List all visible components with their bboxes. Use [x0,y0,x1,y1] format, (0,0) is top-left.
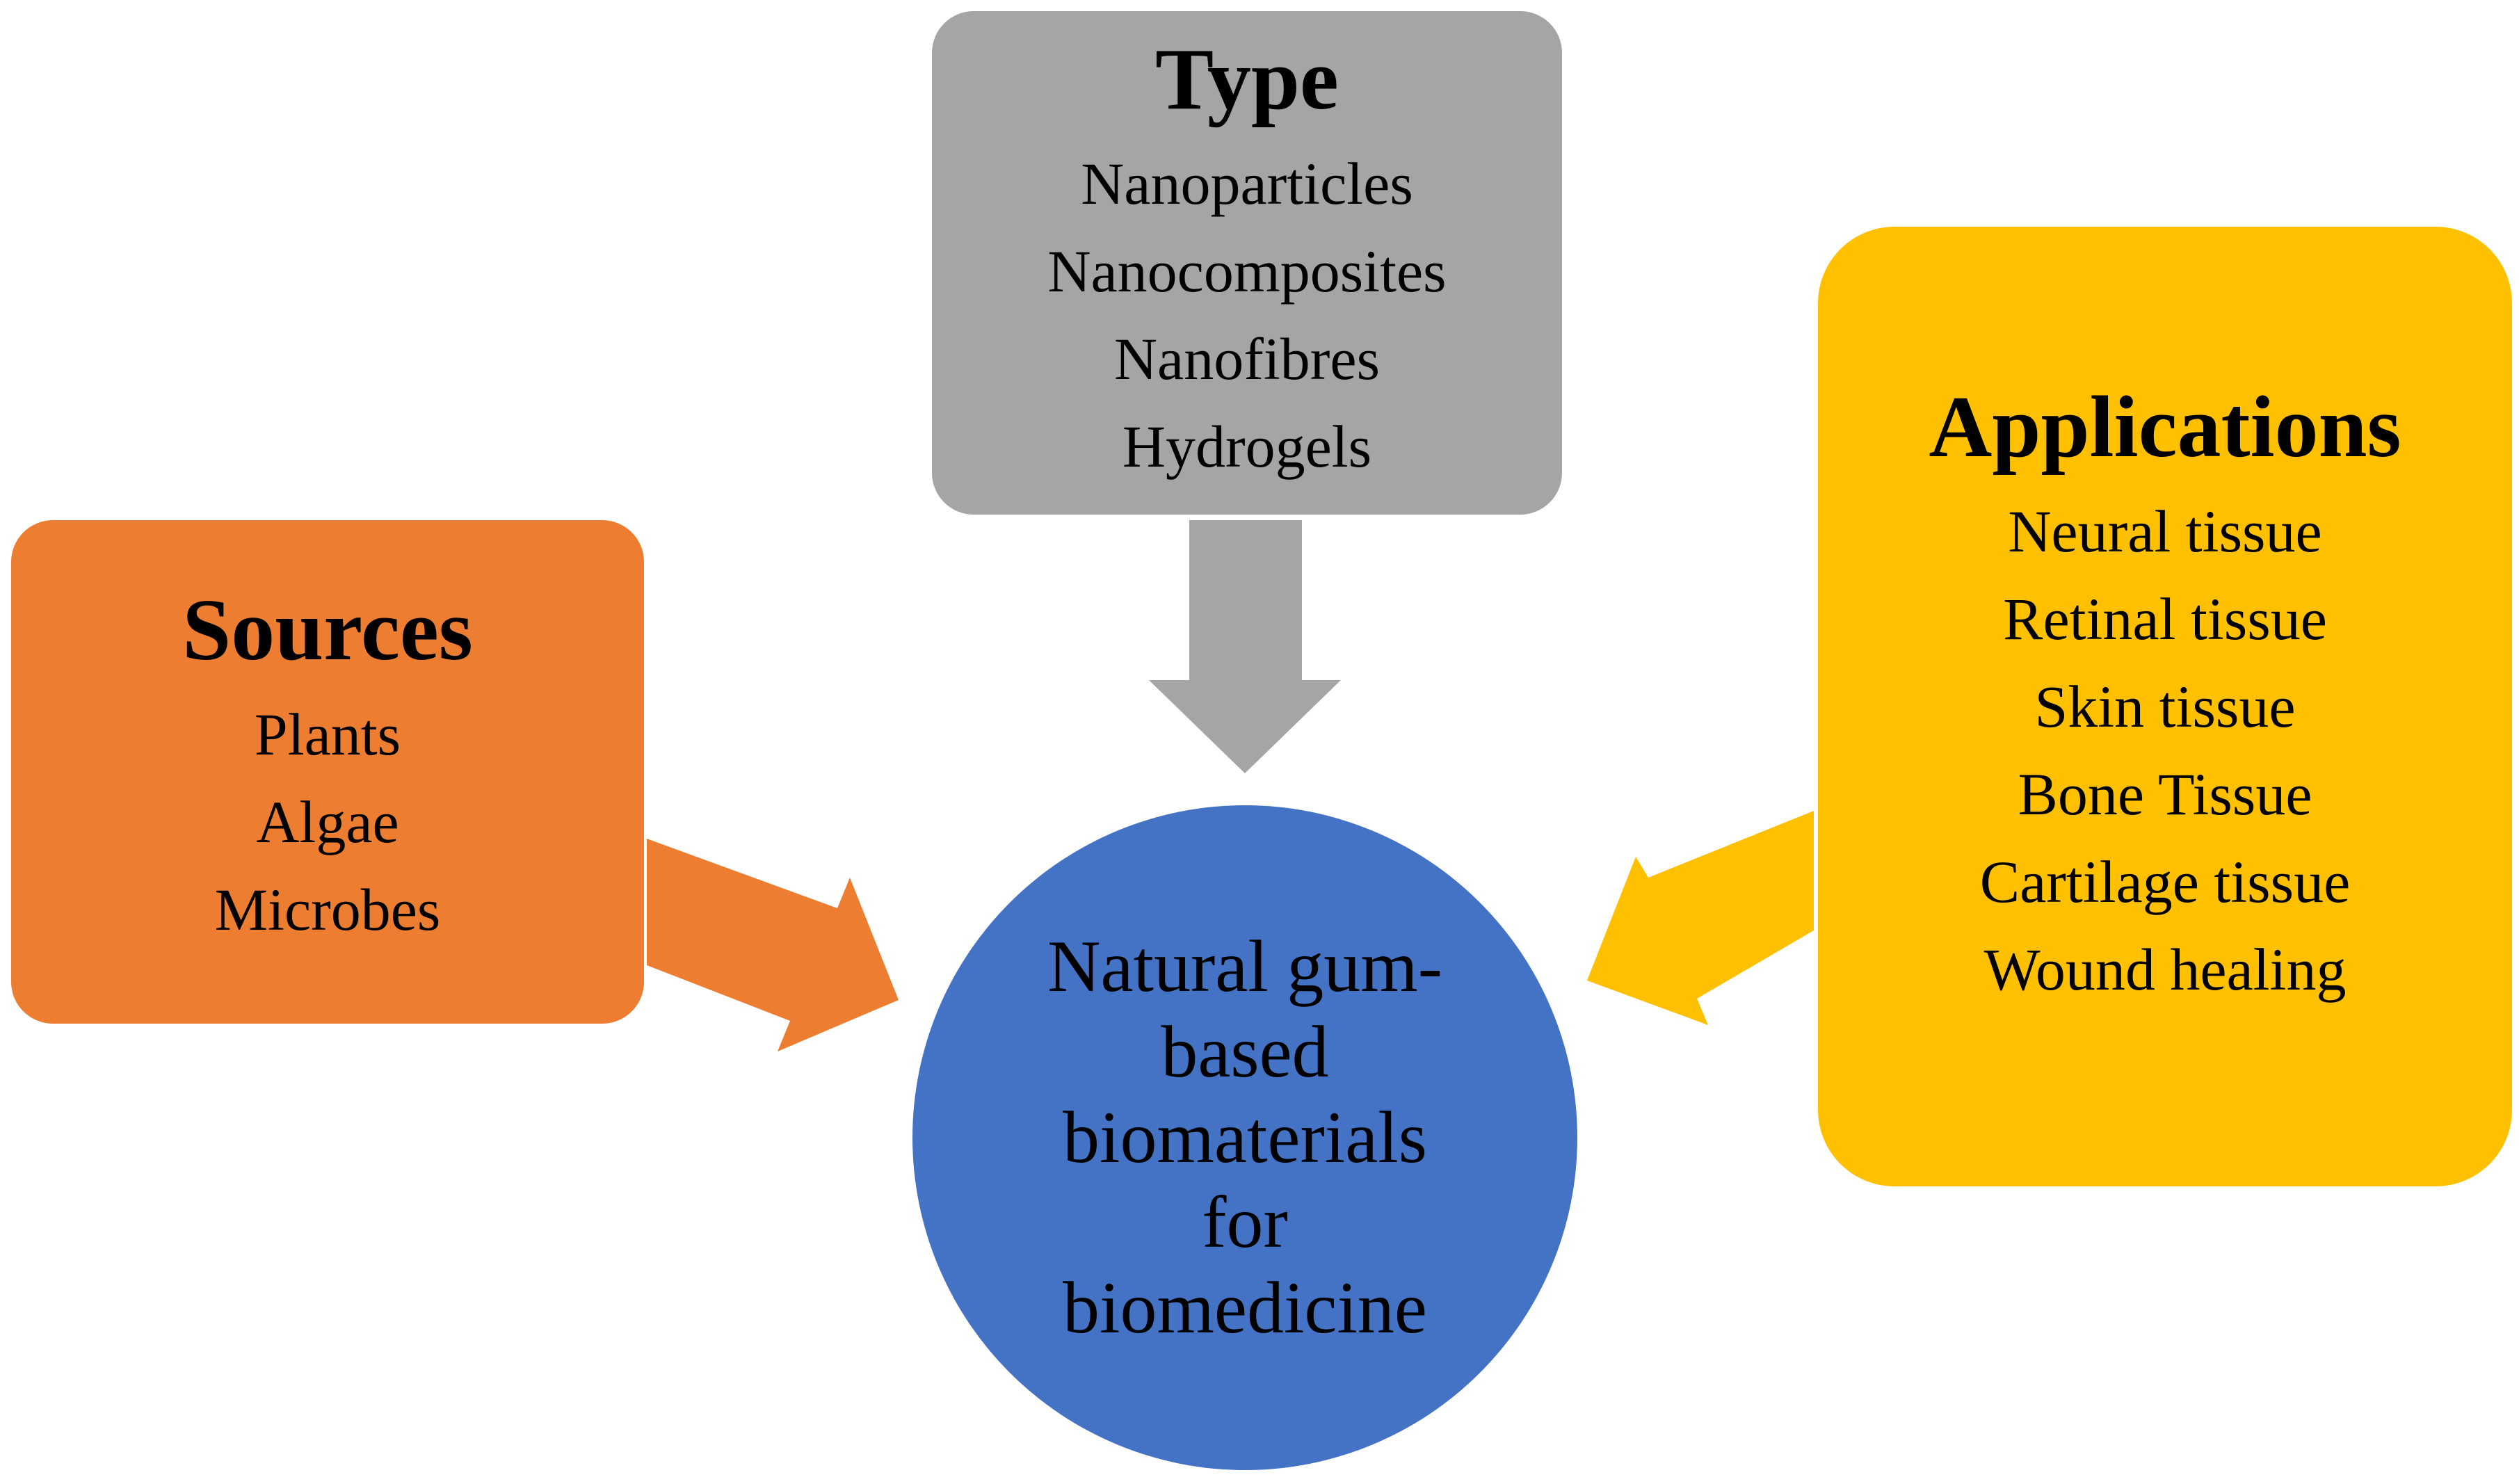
type-item: Hydrogels [1122,412,1372,480]
sources-arrow [647,839,899,1051]
sources-box: Sources Plants Algae Microbes [11,520,644,1024]
sources-list: Plants Algae Microbes [215,704,441,967]
sources-item: Plants [254,700,401,768]
applications-item: Cartilage tissue [1979,848,2351,915]
sources-item: Algae [256,788,399,855]
type-item: Nanofibres [1113,325,1381,392]
applications-heading: Applications [1929,379,2401,476]
applications-box: Applications Neural tissue Retinal tissu… [1818,227,2512,1186]
sources-heading: Sources [182,582,473,679]
applications-item: Skin tissue [2034,672,2296,740]
center-label: Natural gum-based biomaterials for biome… [1047,925,1443,1349]
sources-item: Microbes [214,876,441,943]
type-list: Nanoparticles Nanocomposites Nanofibres … [1047,154,1446,504]
applications-item: Bone Tissue [2018,760,2312,828]
applications-item: Wound healing [1983,935,2347,1003]
type-arrow [1149,520,1341,773]
type-box: Type Nanoparticles Nanocomposites Nanofi… [932,11,1562,515]
type-heading: Type [1155,31,1339,128]
applications-item: Neural tissue [2008,497,2322,565]
type-item: Nanocomposites [1047,237,1447,305]
applications-item: Retinal tissue [2003,585,2327,652]
center-circle: Natural gum-based biomaterials for biome… [912,805,1577,1470]
type-item: Nanoparticles [1081,150,1413,217]
applications-list: Neural tissue Retinal tissue Skin tissue… [1980,501,2351,1027]
applications-arrow [1587,811,1814,1025]
